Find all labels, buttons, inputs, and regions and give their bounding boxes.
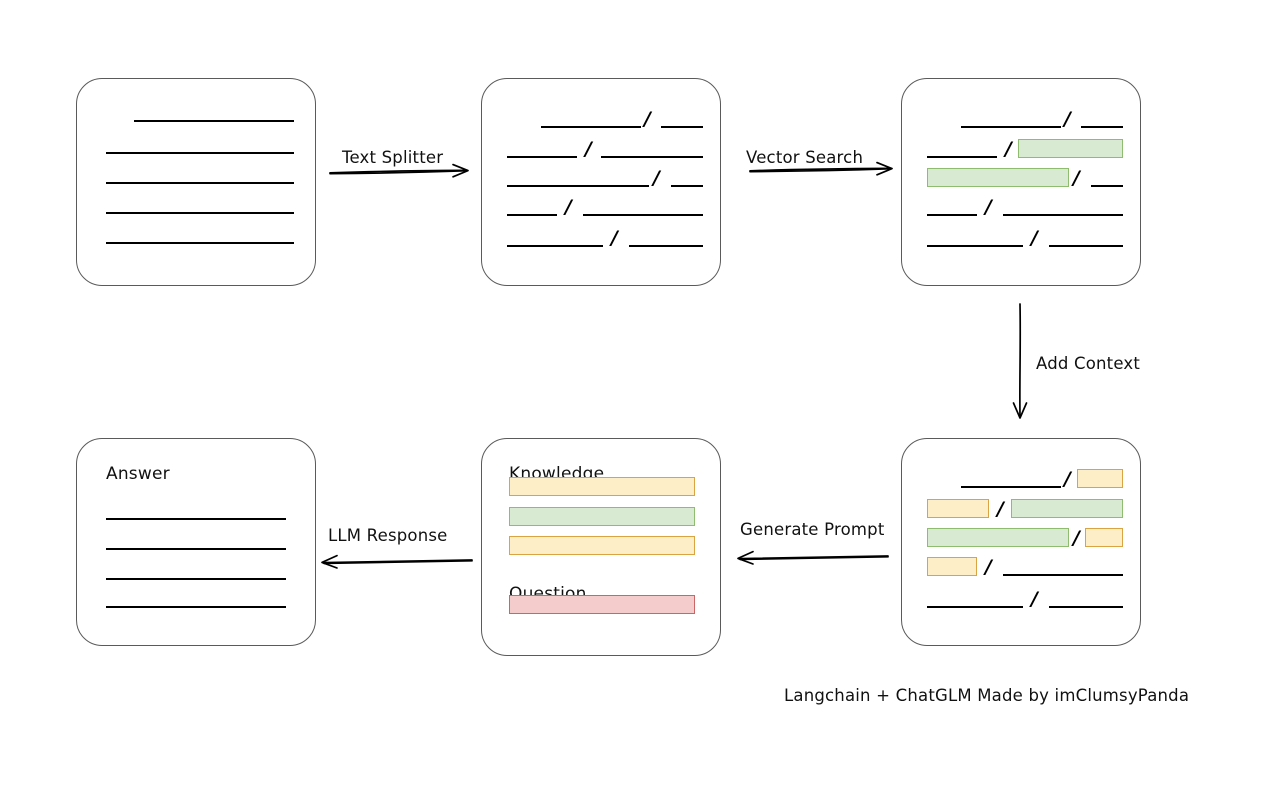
chunk-separator-slash: / — [611, 227, 618, 249]
arrow-generate-prompt — [737, 547, 892, 569]
arrow-vector-search — [749, 159, 894, 181]
chunk-highlight-green — [509, 507, 695, 526]
text-line — [507, 245, 603, 247]
chunk-highlight-yellow — [927, 499, 989, 518]
chunk-highlight-yellow — [509, 477, 695, 496]
arrow-text-splitter — [329, 161, 470, 183]
text-line — [1081, 126, 1123, 128]
chunk-highlight-green — [1011, 499, 1123, 518]
chunk-separator-slash: / — [1064, 108, 1071, 130]
text-line — [134, 120, 294, 122]
arrow-label-llm-response: LLM Response — [328, 526, 448, 545]
text-line — [1003, 574, 1123, 576]
chunk-separator-slash: / — [985, 196, 992, 218]
chunk-separator-slash: / — [1031, 588, 1038, 610]
text-line — [507, 214, 557, 216]
arrow-label-text-splitter: Text Splitter — [342, 148, 444, 167]
arrow-label-vector-search: Vector Search — [746, 148, 864, 167]
chunk-highlight-green — [1018, 139, 1123, 158]
chunk-highlight-green — [927, 528, 1069, 547]
text-line — [1091, 185, 1123, 187]
text-line — [106, 606, 286, 608]
text-line — [106, 152, 294, 154]
chunk-separator-slash: / — [585, 138, 592, 160]
text-line — [106, 182, 294, 184]
text-line — [961, 486, 1061, 488]
text-line — [507, 185, 649, 187]
chunk-separator-slash: / — [1064, 468, 1071, 490]
text-line — [601, 156, 703, 158]
text-line — [106, 242, 294, 244]
arrow-label-add-context: Add Context — [1036, 354, 1141, 373]
chunk-separator-slash: / — [1031, 227, 1038, 249]
card-answer-card — [76, 438, 316, 646]
text-line — [1049, 245, 1123, 247]
chunk-highlight-green — [927, 168, 1069, 187]
text-line — [927, 606, 1023, 608]
text-line — [106, 578, 286, 580]
card-heading-answer: Answer — [106, 464, 170, 484]
chunk-highlight-red — [509, 595, 695, 614]
chunk-separator-slash: / — [985, 556, 992, 578]
text-line — [106, 212, 294, 214]
card-split-chunks — [481, 78, 721, 286]
chunk-separator-slash: / — [997, 498, 1004, 520]
arrow-add-context — [1010, 303, 1032, 420]
text-line — [927, 245, 1023, 247]
chunk-highlight-yellow — [1085, 528, 1123, 547]
text-line — [671, 185, 703, 187]
text-line — [961, 126, 1061, 128]
text-line — [1003, 214, 1123, 216]
chunk-highlight-yellow — [927, 557, 977, 576]
chunk-highlight-yellow — [1077, 469, 1123, 488]
text-line — [629, 245, 703, 247]
text-line — [661, 126, 703, 128]
text-line — [927, 214, 977, 216]
chunk-highlight-yellow — [509, 536, 695, 555]
arrow-label-generate-prompt: Generate Prompt — [740, 520, 885, 539]
text-line — [1049, 606, 1123, 608]
chunk-separator-slash: / — [1073, 527, 1080, 549]
chunk-separator-slash: / — [653, 167, 660, 189]
text-line — [541, 126, 641, 128]
footer-credit: Langchain + ChatGLM Made by imClumsyPand… — [784, 686, 1190, 705]
chunk-separator-slash: / — [644, 108, 651, 130]
chunk-separator-slash: / — [1073, 167, 1080, 189]
chunk-separator-slash: / — [565, 196, 572, 218]
text-line — [106, 548, 286, 550]
text-line — [106, 518, 286, 520]
text-line — [507, 156, 577, 158]
text-line — [583, 214, 703, 216]
chunk-separator-slash: / — [1005, 138, 1012, 160]
text-line — [927, 156, 997, 158]
arrow-llm-response — [321, 551, 476, 573]
